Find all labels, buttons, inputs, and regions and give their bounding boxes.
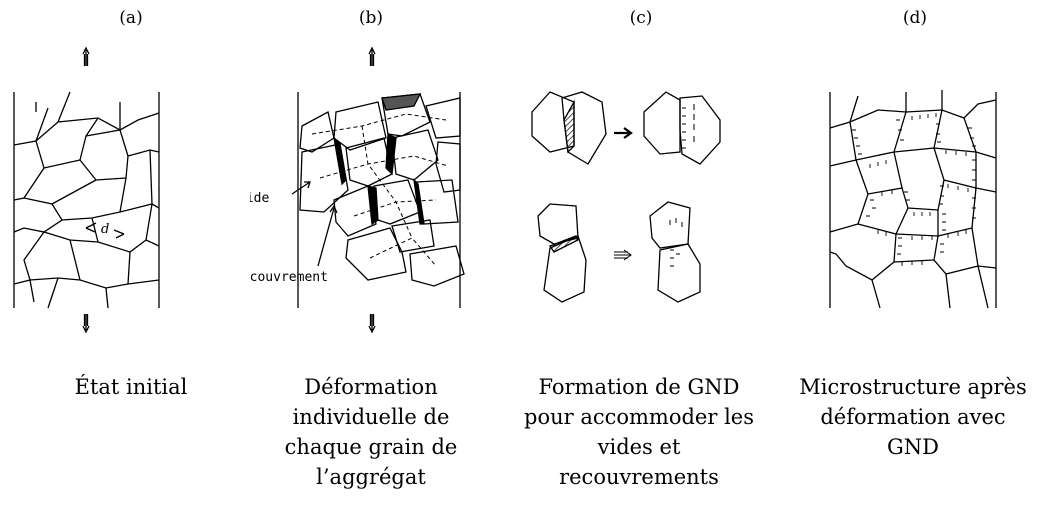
caption-line: vides et	[597, 435, 681, 459]
void-label: Vide	[250, 191, 269, 206]
caption-line: Déformation	[304, 375, 438, 399]
overlapping-grains-top	[531, 91, 607, 165]
void-grains-bottom	[537, 203, 587, 303]
panel-a-label: (a)	[119, 8, 143, 28]
accommodated-grains-bottom	[649, 201, 701, 303]
panel-c-caption: Formation de GND pour accommoder les vid…	[508, 372, 770, 492]
overlap-arrow	[317, 204, 338, 267]
panel-c: (c)	[510, 0, 772, 509]
caption-line: recouvrements	[559, 465, 719, 489]
caption-line: Microstructure après	[799, 375, 1027, 399]
void-arrow	[291, 181, 311, 195]
caption-line: État initial	[74, 375, 188, 399]
process-arrow-top	[614, 127, 633, 139]
caption-line: pour accommoder les	[524, 405, 754, 429]
caption-line: Formation de GND	[538, 375, 740, 399]
tension-arrow-down	[368, 314, 376, 334]
tension-arrow-down	[82, 314, 90, 334]
caption-line: déformation avec	[820, 405, 1006, 429]
initial-grain-structure: d	[13, 46, 160, 334]
gnd-formation-diagram	[531, 91, 721, 303]
panel-b: (b)	[250, 0, 512, 509]
individual-grains	[299, 93, 465, 287]
overlap-region-4	[413, 178, 425, 225]
tension-arrow-up	[368, 46, 376, 66]
gnd-markers	[852, 113, 976, 266]
caption-line: GND	[887, 435, 939, 459]
panel-a: (a)	[0, 0, 262, 509]
panel-d: (d)	[786, 0, 1048, 509]
grain-boundaries	[829, 90, 997, 309]
caption-line: l’aggrégat	[316, 465, 426, 489]
grain-size-d: d	[101, 222, 109, 237]
caption-line: chaque grain de	[284, 435, 458, 459]
process-arrow-bottom	[614, 249, 632, 261]
tension-arrow-up	[82, 46, 90, 66]
panel-c-label: (c)	[629, 8, 653, 28]
panel-d-caption: Microstructure après déformation avec GN…	[782, 372, 1044, 462]
void-hatch	[381, 93, 422, 111]
d-arrow-left	[85, 222, 97, 233]
overlap-region-2	[385, 132, 397, 176]
accommodated-grains-top	[643, 91, 721, 165]
overlap-region-1	[333, 136, 347, 186]
grain-boundaries	[13, 91, 160, 309]
deformed-grains-diagram: Vide Recouvrement	[250, 46, 465, 334]
panel-b-caption: Déformation individuelle de chaque grain…	[240, 372, 502, 492]
d-arrow-right	[113, 229, 125, 239]
microstructure-with-gnd	[829, 90, 997, 309]
panel-a-caption: État initial	[0, 372, 262, 402]
overlap-label: Recouvrement	[250, 270, 328, 285]
overlap-region-3	[367, 185, 379, 226]
panel-b-label: (b)	[358, 8, 384, 28]
caption-line: individuelle de	[292, 405, 450, 429]
panel-d-label: (d)	[902, 8, 928, 28]
